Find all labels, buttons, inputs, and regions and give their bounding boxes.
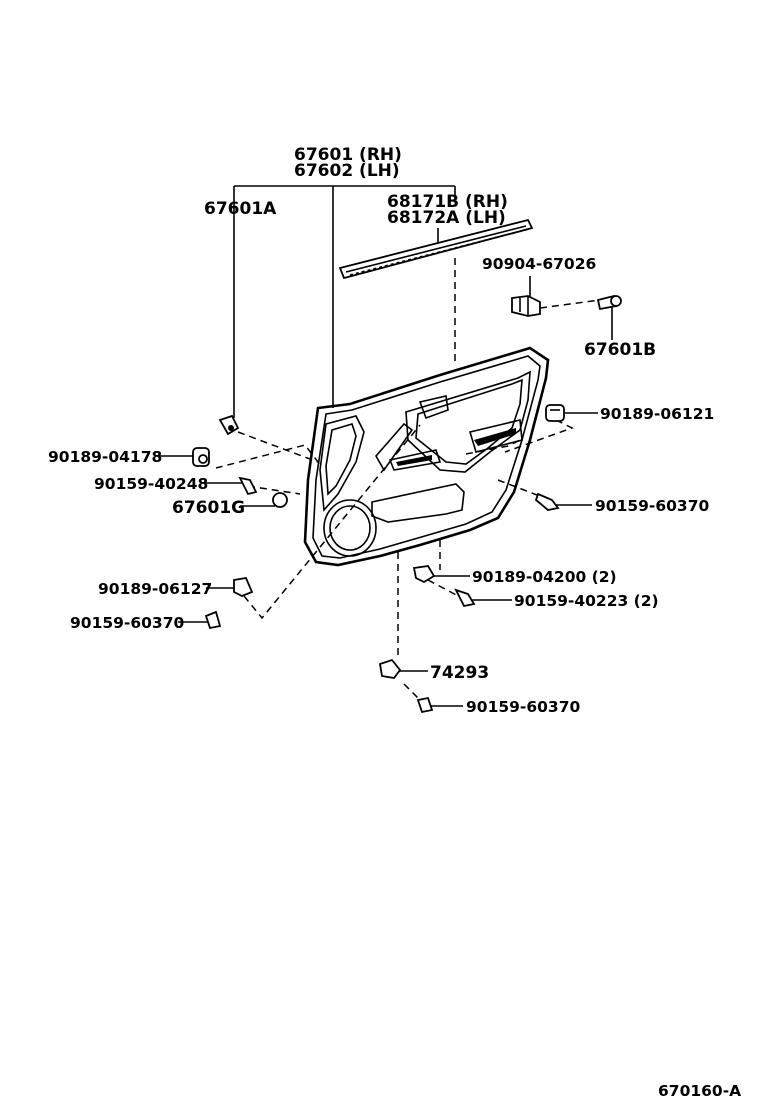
label-90159-60370-bottom: 90159-60370 — [466, 698, 580, 716]
screw-90159-60370-right-part — [534, 492, 560, 511]
label-panel-rh: 67601 (RH) — [294, 145, 402, 165]
label-67601a: 67601A — [204, 199, 277, 219]
label-weather-lh: 68172A (LH) — [387, 208, 506, 228]
label-90189-04200: 90189-04200 (2) — [472, 568, 617, 586]
screw-90159-60370-bottom-part — [416, 696, 434, 714]
clip-90189-04178-part — [192, 447, 210, 467]
label-90159-60370-left: 90159-60370 — [70, 614, 184, 632]
clip-90189-06127-part — [233, 576, 254, 597]
screw-90159-60370-left-part — [204, 610, 222, 630]
label-74293: 74293 — [430, 663, 489, 683]
screw-90159-40248-part — [238, 476, 258, 496]
label-90189-06121: 90189-06121 — [600, 405, 714, 423]
label-90904-67026: 90904-67026 — [482, 255, 596, 273]
part-labels: 67601 (RH) 67602 (LH) 67601A 68171B (RH)… — [48, 145, 741, 1100]
label-90189-04178: 90189-04178 — [48, 448, 162, 466]
clip-74293-part — [378, 658, 402, 679]
screw-67601b-part — [596, 294, 622, 311]
clip-67601a-part — [218, 414, 240, 436]
label-90189-06127: 90189-06127 — [98, 580, 212, 598]
cap-67601g-part — [272, 492, 288, 508]
clip-90189-04200-part — [412, 565, 436, 584]
label-panel-lh: 67602 (LH) — [294, 161, 400, 181]
screw-90159-40223-part — [454, 588, 476, 608]
clip-90189-06121-part — [545, 404, 565, 422]
label-90159-60370-right: 90159-60370 — [595, 497, 709, 515]
label-67601b: 67601B — [584, 340, 656, 360]
weatherstrip-part — [338, 218, 534, 280]
clip-90904-part — [511, 295, 541, 317]
drawing-id: 670160-A — [658, 1082, 741, 1100]
label-67601g: 67601G — [172, 498, 245, 518]
door-trim-panel — [303, 346, 550, 567]
label-90159-40248: 90159-40248 — [94, 475, 208, 493]
leader-lines — [158, 185, 613, 707]
label-90159-40223: 90159-40223 (2) — [514, 592, 659, 610]
assembly-dashed-lines — [215, 258, 601, 701]
label-weather-rh: 68171B (RH) — [387, 192, 508, 212]
